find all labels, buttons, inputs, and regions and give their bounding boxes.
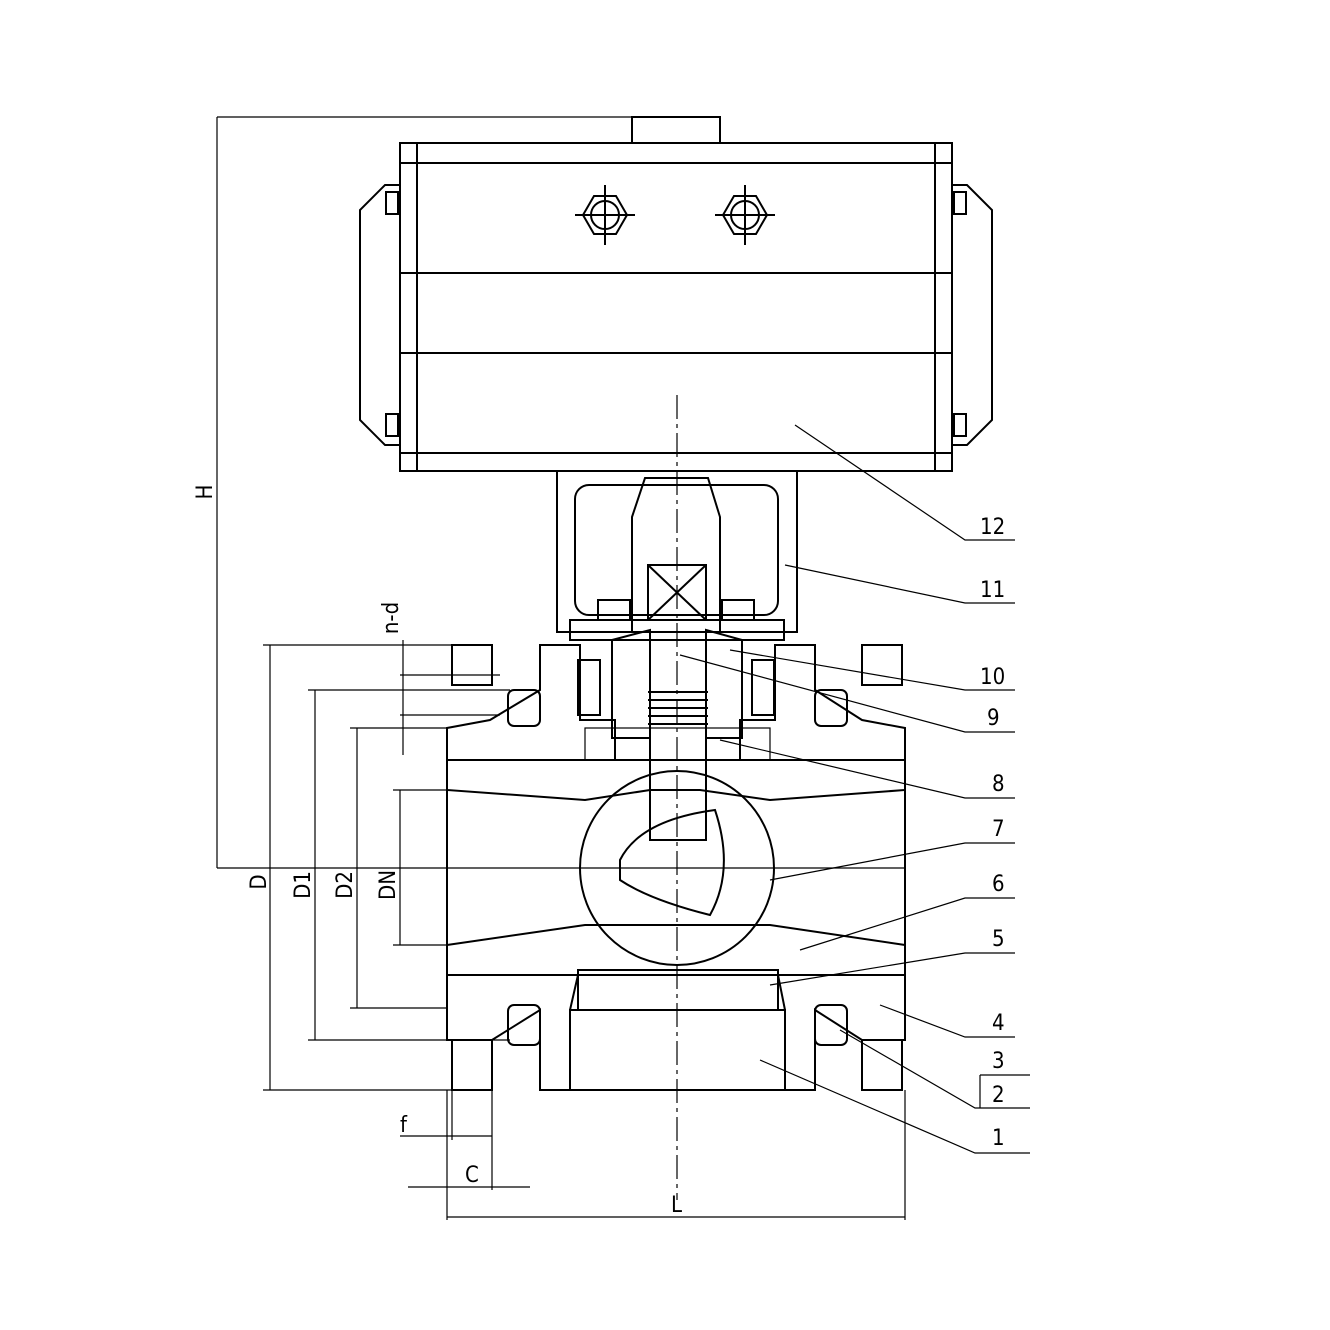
part-label-5: 5	[992, 927, 1005, 952]
part-label-6: 6	[992, 872, 1005, 897]
dim-L: L	[671, 1193, 682, 1218]
part-label-10: 10	[980, 665, 1005, 690]
hex-port-icon	[575, 185, 635, 245]
dim-D1: D1	[291, 871, 316, 899]
part-leaders	[679, 424, 1030, 1154]
part-label-7: 7	[992, 817, 1005, 842]
part-label-12: 12	[980, 515, 1005, 540]
valve-body	[446, 628, 906, 1091]
hex-port-icon	[715, 185, 775, 245]
dim-f: f	[400, 1113, 408, 1138]
part-label-1: 1	[992, 1126, 1005, 1151]
part-label-4: 4	[992, 1011, 1005, 1036]
dim-DN: DN	[376, 870, 401, 900]
dim-C: C	[465, 1163, 479, 1188]
dimension-lines	[216, 116, 906, 1220]
part-label-2: 2	[992, 1083, 1005, 1108]
part-label-3: 3	[992, 1049, 1005, 1074]
part-label-11: 11	[980, 578, 1005, 603]
dim-D2: D2	[333, 871, 358, 899]
part-labels: 1 2 3 4 5 6 7 8 9 10 11 12	[980, 515, 1005, 1151]
part-label-9: 9	[987, 706, 1000, 731]
actuator	[359, 116, 993, 472]
part-label-8: 8	[992, 772, 1005, 797]
dim-nd: n-d	[379, 602, 404, 634]
dim-D: D	[247, 874, 272, 889]
dim-H: H	[193, 485, 218, 500]
